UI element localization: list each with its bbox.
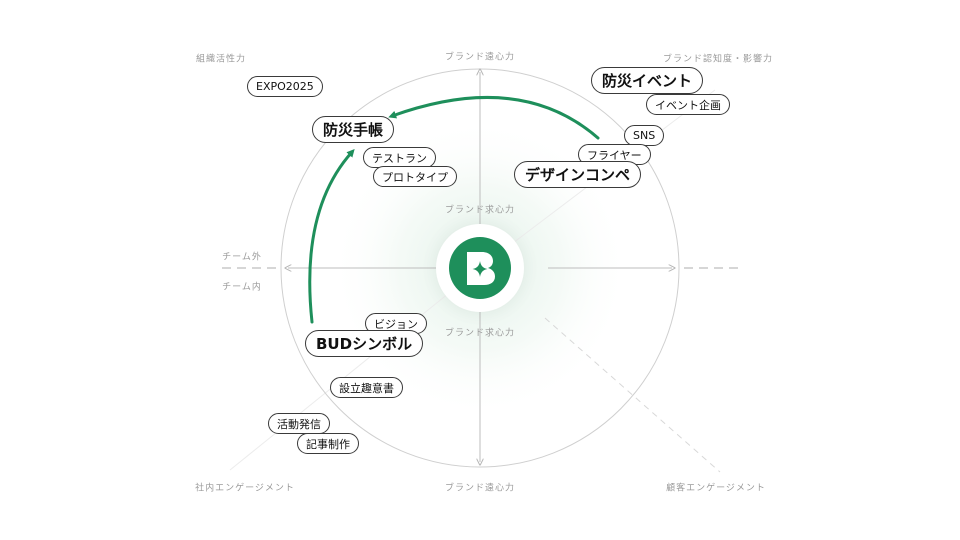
item-expo2025: EXPO2025 bbox=[247, 76, 323, 97]
item-prototype: プロトタイプ bbox=[373, 166, 457, 187]
corner-label-top-right: ブランド認知度・影響力 bbox=[662, 54, 774, 65]
item-design-compe: デザインコンペ bbox=[514, 161, 642, 188]
item-katsudo-hasshin: 活動発信 bbox=[268, 413, 330, 434]
axis-label-top: ブランド遠心力 bbox=[444, 52, 516, 63]
logo-badge bbox=[436, 224, 524, 312]
green-arrow-top bbox=[388, 96, 600, 140]
diagonal-line-br bbox=[544, 317, 721, 473]
item-test-run: テストラン bbox=[363, 147, 436, 168]
corner-label-bottom-right: 顧客エンゲージメント bbox=[666, 483, 766, 494]
corner-label-top-left: 組織活性力 bbox=[195, 54, 247, 65]
diagonal-line-bl bbox=[229, 267, 481, 471]
item-kiji-seisaku: 記事制作 bbox=[297, 433, 359, 454]
item-setsuritsu: 設立趣意書 bbox=[330, 377, 403, 398]
inner-label-bottom: ブランド求心力 bbox=[444, 328, 516, 339]
inner-label-top: ブランド求心力 bbox=[444, 205, 516, 216]
item-bousai-event: 防災イベント bbox=[591, 67, 704, 94]
green-arrow-left bbox=[308, 149, 355, 324]
label-team-outside: チーム外 bbox=[222, 252, 262, 263]
label-team-inside: チーム内 bbox=[222, 282, 262, 293]
item-event-kikaku: イベント企画 bbox=[646, 94, 730, 115]
corner-label-bottom-left: 社内エンゲージメント bbox=[195, 483, 295, 494]
item-sns: SNS bbox=[624, 125, 665, 146]
axis-label-bottom: ブランド遠心力 bbox=[444, 483, 516, 494]
item-bousai-techo: 防災手帳 bbox=[312, 116, 395, 143]
item-bud-symbol: BUDシンボル bbox=[305, 330, 424, 357]
b-sparkle-logo-icon bbox=[449, 237, 511, 299]
